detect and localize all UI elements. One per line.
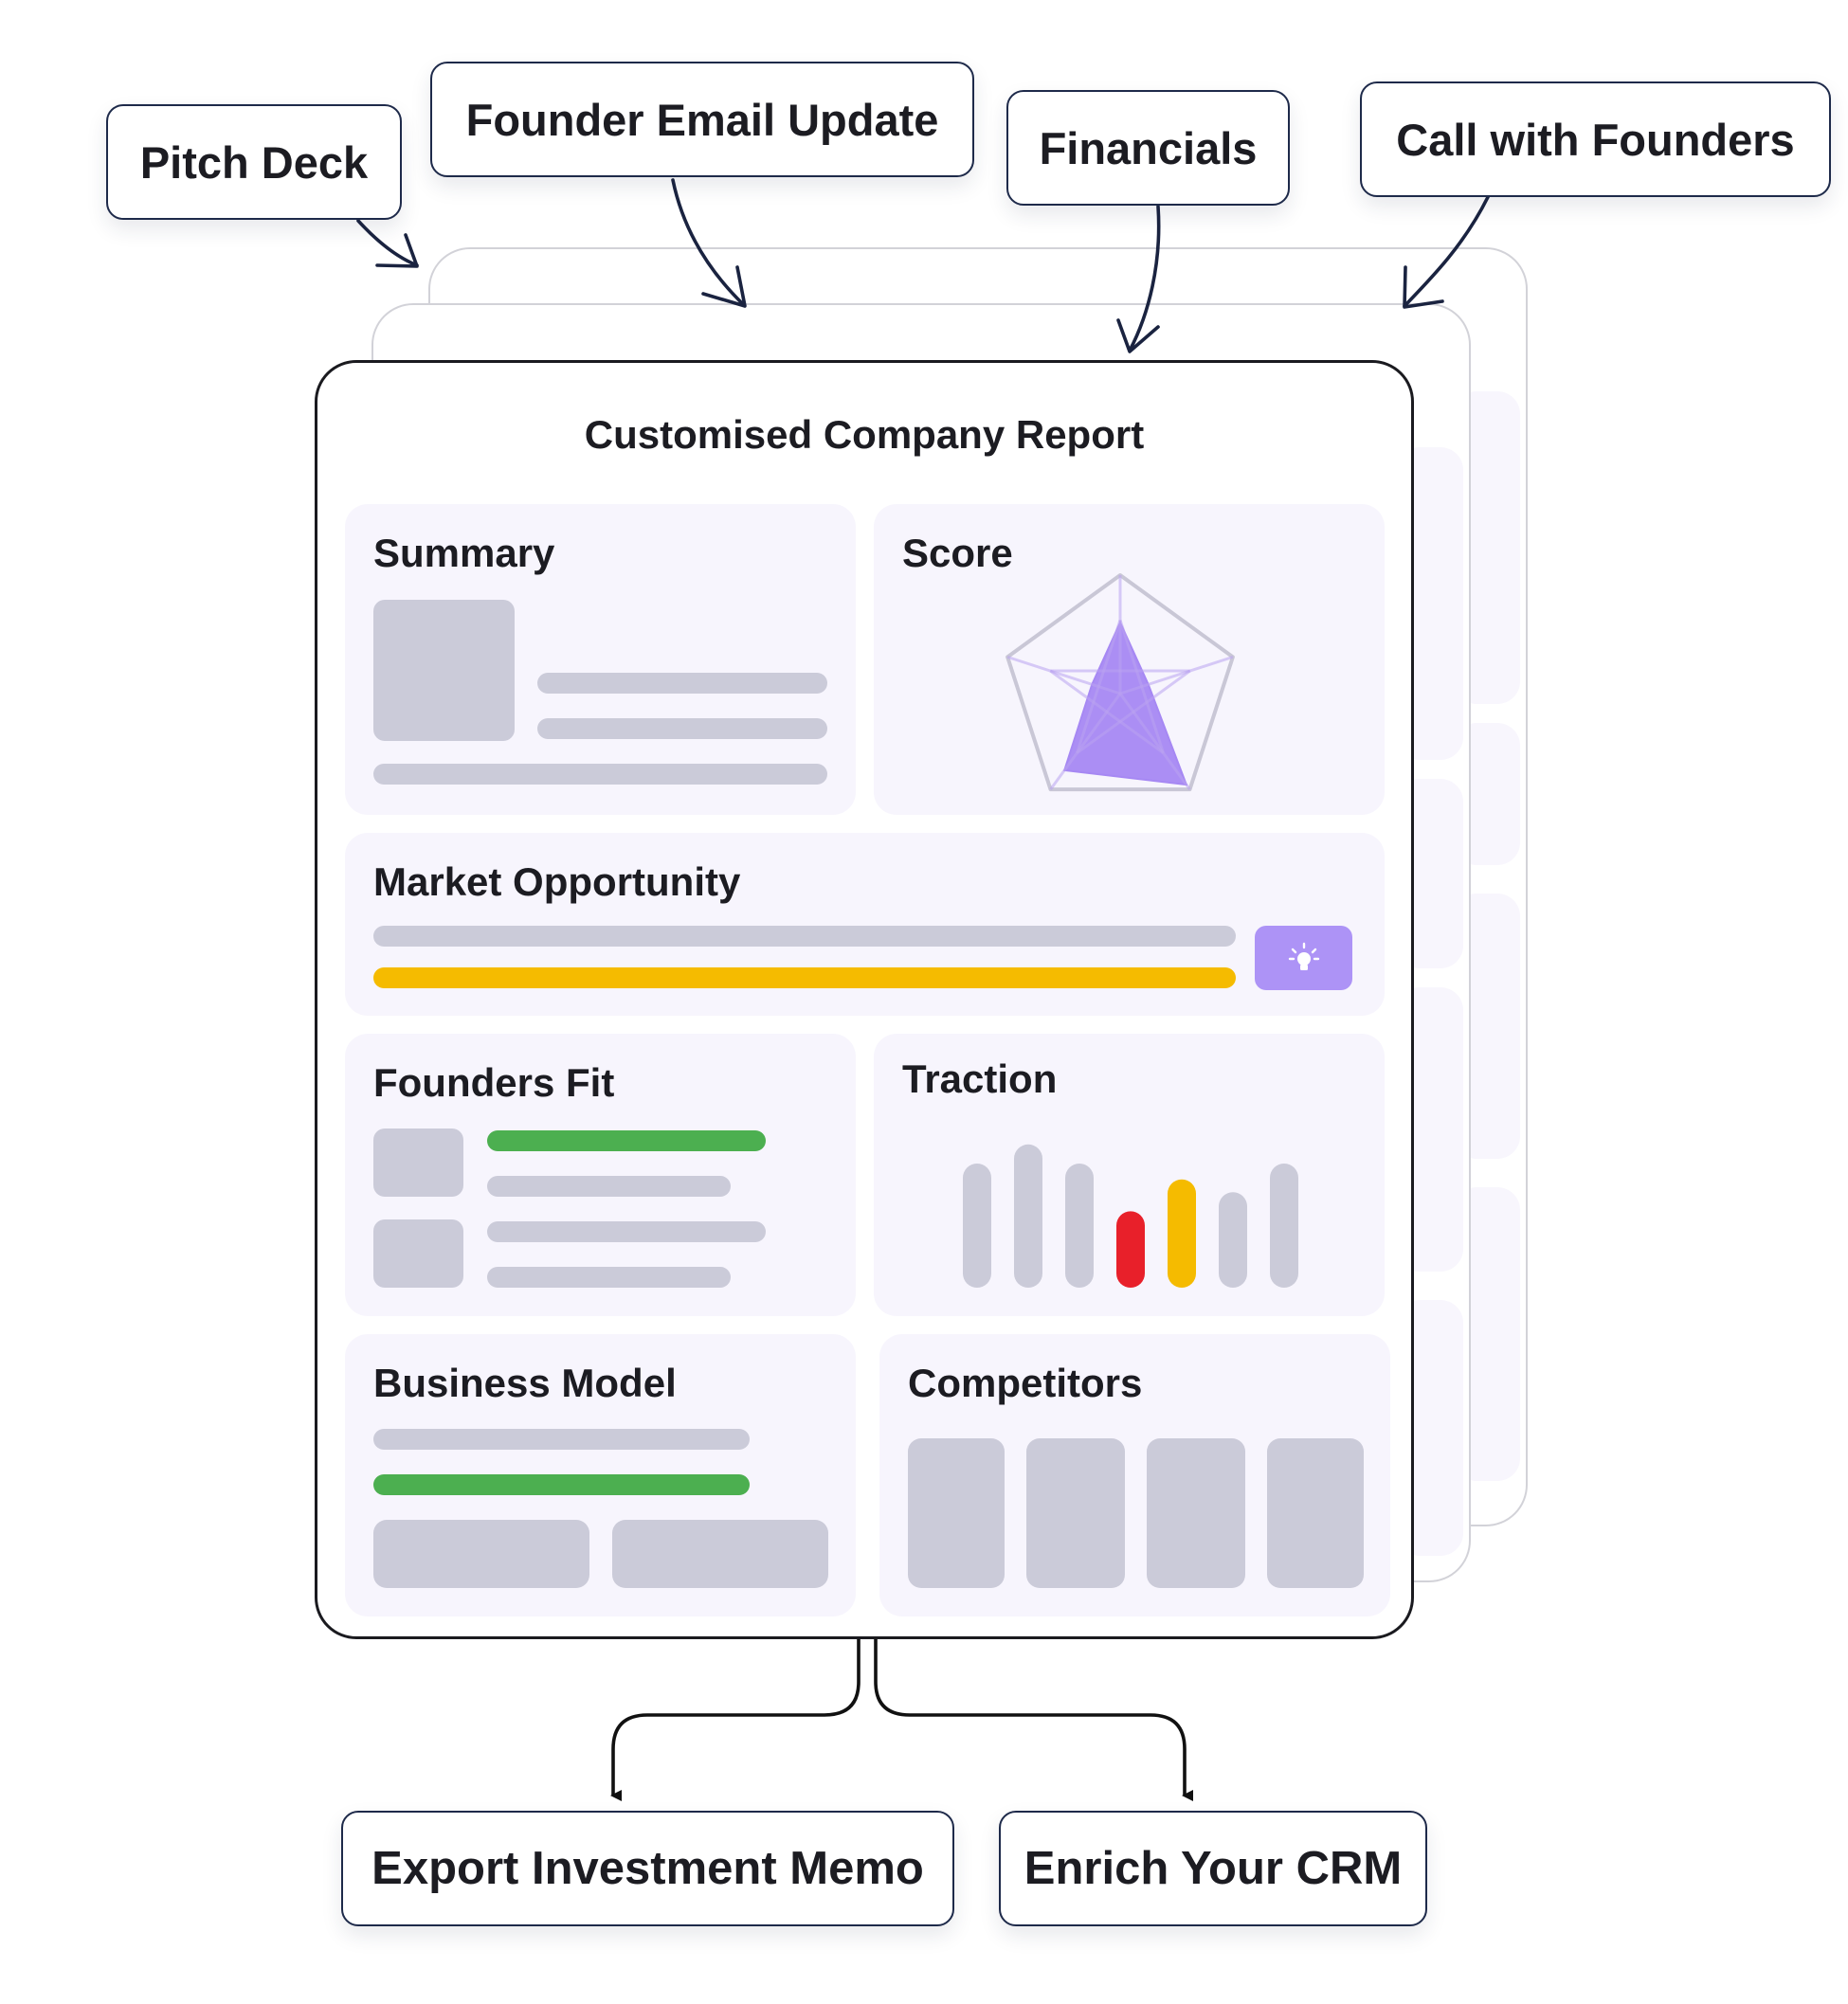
radar-spoke [1006,655,1121,695]
competitor-tile [1267,1438,1364,1588]
arrow-export-memo [610,1639,861,1801]
source-call-with-founders-label: Call with Founders [1396,114,1795,165]
competitor-tile [1147,1438,1245,1588]
competitors-title: Competitors [908,1361,1143,1405]
business-model-panel: Business Model [345,1334,856,1616]
output-enrich-your-crm[interactable]: Enrich Your CRM [999,1811,1427,1926]
founder-avatar-placeholder [373,1128,463,1197]
traction-panel: Traction [874,1034,1385,1316]
business-tile [373,1520,589,1588]
radar-spoke [1119,655,1234,695]
radar-inner-line [1076,669,1191,754]
traction-title: Traction [902,1056,1058,1101]
summary-text-line [537,673,827,694]
summary-image-placeholder [373,600,515,741]
score-radar-chart [1006,573,1235,792]
founder-score-line [487,1130,766,1151]
score-title: Score [902,531,1013,575]
company-report-card: Customised Company Report Summary Score … [315,360,1414,1639]
arrow-enrich-crm [874,1639,1193,1801]
founder-text-line [487,1176,731,1197]
source-pitch-deck: Pitch Deck [106,104,402,220]
traction-bar [963,1163,991,1288]
business-score-line [373,1474,750,1495]
source-call-with-founders: Call with Founders [1360,81,1831,197]
source-founder-email-update-label: Founder Email Update [465,94,939,145]
source-financials: Financials [1006,90,1290,206]
arrow-pitch-deck [356,219,419,267]
traction-bar [1270,1163,1298,1288]
traction-bar [1014,1144,1042,1288]
output-enrich-your-crm-label: Enrich Your CRM [1024,1843,1403,1894]
traction-bar [1065,1163,1094,1288]
report-title: Customised Company Report [584,412,1145,457]
founder-text-line [487,1267,731,1288]
output-export-investment-memo-label: Export Investment Memo [371,1843,924,1894]
traction-bar [1116,1211,1145,1288]
business-model-title: Business Model [373,1361,677,1405]
radar-spoke [1118,693,1191,791]
radar-inner-line [1049,669,1165,754]
summary-panel: Summary [345,504,856,815]
insight-button[interactable] [1255,926,1352,990]
market-text-line [373,926,1236,947]
radar-inner-line [1076,620,1122,754]
summary-text-line [373,764,827,785]
founders-fit-title: Founders Fit [373,1060,615,1105]
summary-title: Summary [373,531,555,575]
traction-bar [1219,1192,1247,1288]
traction-bar [1168,1179,1196,1288]
business-tile [612,1520,828,1588]
market-highlight-line [373,967,1236,988]
competitors-panel: Competitors [879,1334,1390,1616]
radar-inner-line [1118,620,1165,754]
business-text-line [373,1429,750,1450]
source-financials-label: Financials [1039,122,1258,173]
market-opportunity-title: Market Opportunity [373,859,741,904]
score-panel: Score [874,504,1385,815]
lightbulb-icon [1288,942,1319,970]
competitor-tile [908,1438,1005,1588]
output-export-investment-memo[interactable]: Export Investment Memo [341,1811,954,1926]
competitor-tile [1026,1438,1125,1588]
founder-avatar-placeholder [373,1219,463,1288]
radar-spoke [1049,693,1122,791]
founders-fit-panel: Founders Fit [345,1034,856,1316]
traction-bar-chart [963,1144,1298,1288]
founder-text-line [487,1221,766,1242]
market-opportunity-panel: Market Opportunity [345,833,1385,1016]
source-pitch-deck-label: Pitch Deck [139,136,369,188]
source-founder-email-update: Founder Email Update [430,62,974,177]
summary-text-line [537,718,827,739]
